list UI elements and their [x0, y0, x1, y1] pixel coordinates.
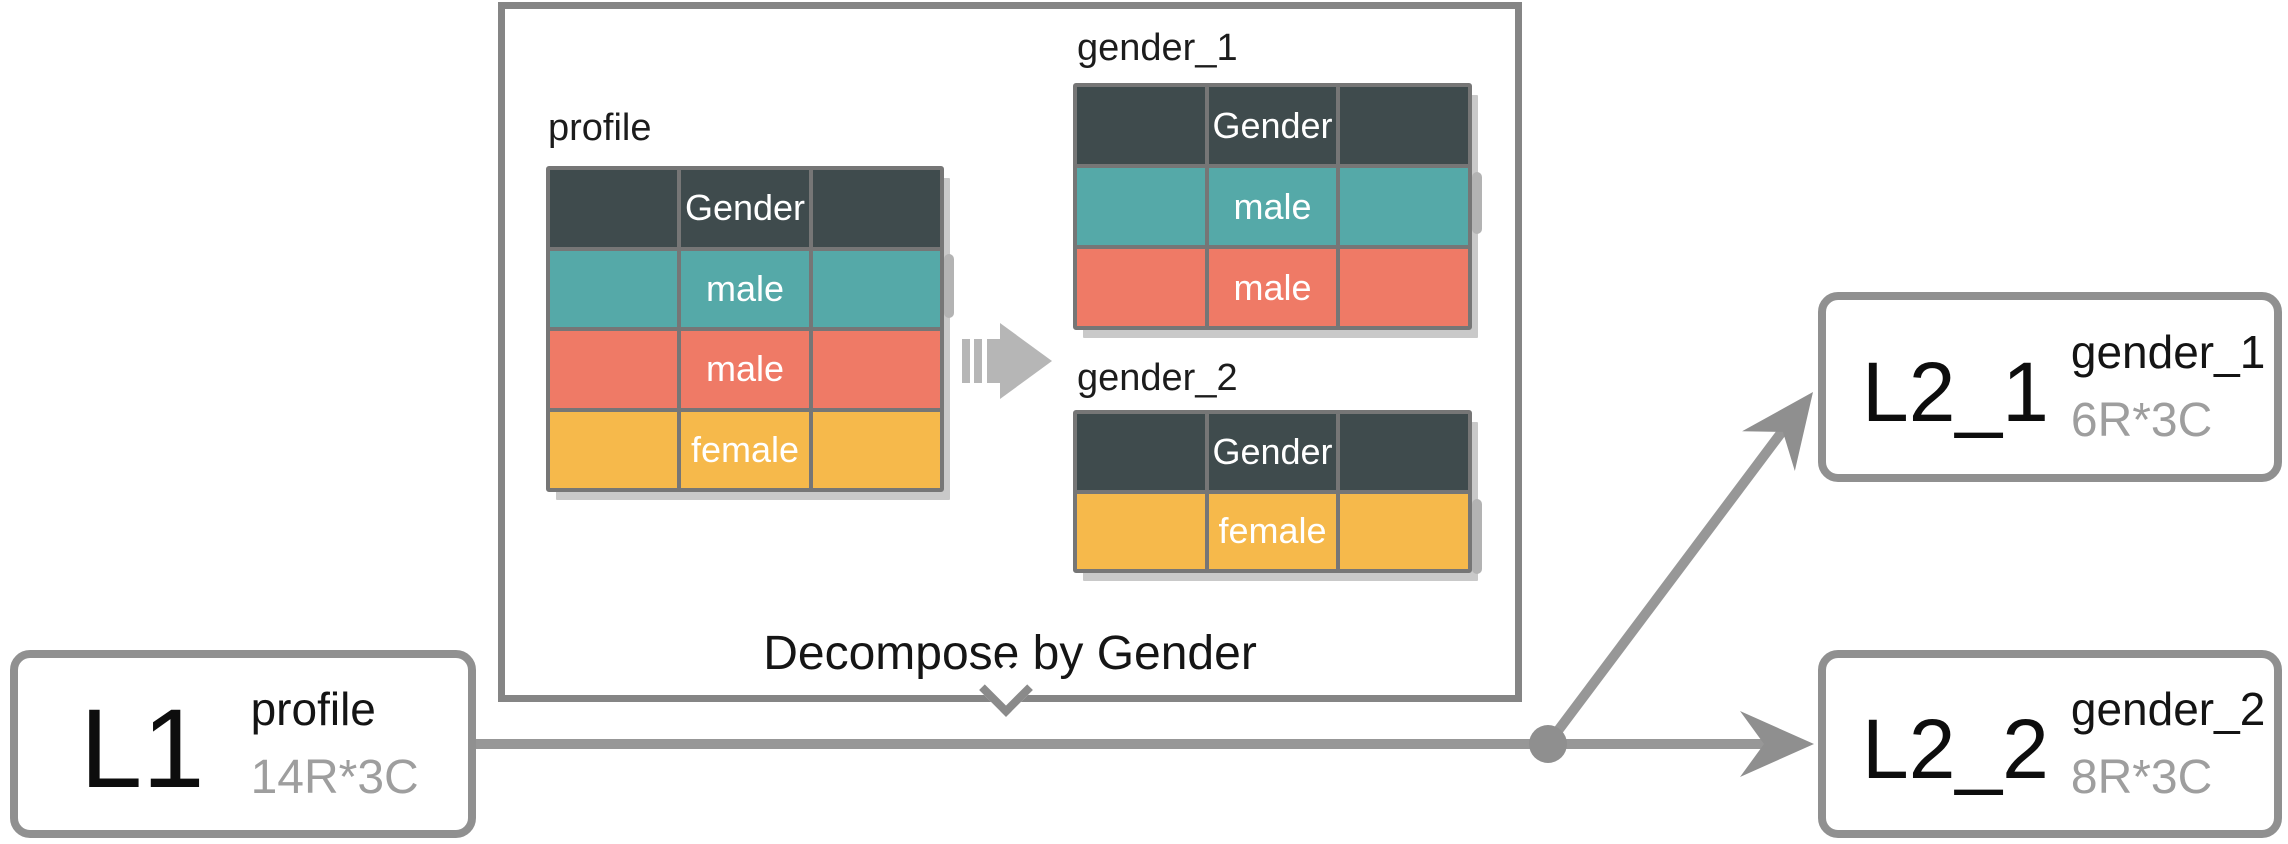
header-cell: Gender [1208, 414, 1337, 490]
node-id-label: L1 [80, 686, 205, 811]
edge-junction-dot [1529, 725, 1567, 763]
header-cell: Gender [1208, 87, 1337, 164]
data-cell [812, 331, 940, 408]
node-id-label: L2_2 [1862, 702, 2049, 796]
node-table-shape: 8R*3C [2070, 750, 2213, 804]
data-cell [1077, 168, 1205, 245]
data-cell [1077, 493, 1205, 569]
scrollbar-thumb [944, 254, 954, 318]
output-table-2-title: gender_2 [1077, 357, 1238, 399]
data-cell [550, 411, 678, 488]
node-table-name: gender_1 [2070, 325, 2266, 378]
node-table-name: gender_2 [2070, 682, 2266, 735]
header-cell [1340, 87, 1468, 164]
data-cell [1340, 493, 1468, 569]
data-cell: female [681, 411, 809, 488]
header-cell [812, 170, 940, 247]
node-l1[interactable]: L1 profile 14R*3C [10, 650, 476, 838]
scrollbar-thumb [1472, 172, 1482, 234]
data-cell: male [681, 331, 809, 408]
data-cell [1340, 168, 1468, 245]
scrollbar-thumb [1472, 499, 1482, 574]
data-cell [812, 411, 940, 488]
data-cell: female [1208, 493, 1337, 569]
source-table-title: profile [548, 107, 652, 149]
header-cell [550, 170, 678, 247]
data-cell: male [681, 250, 809, 327]
node-table-name: profile [250, 682, 376, 735]
arrowhead-l2-2-icon [1740, 711, 1814, 777]
header-cell [1077, 87, 1205, 164]
data-cell [550, 331, 678, 408]
data-cell: male [1208, 249, 1337, 326]
node-id-label: L2_1 [1862, 345, 2049, 439]
header-cell [1077, 414, 1205, 490]
header-cell [1340, 414, 1468, 490]
data-cell [1077, 249, 1205, 326]
node-table-shape: 14R*3C [250, 750, 419, 804]
output-table-1-title: gender_1 [1077, 27, 1238, 69]
data-cell: male [1208, 168, 1337, 245]
header-cell: Gender [681, 170, 809, 247]
data-cell [812, 250, 940, 327]
edge-junction-to-l2-1 [1543, 418, 1795, 747]
data-cell [1340, 249, 1468, 326]
arrowhead-l2-1-icon [1742, 392, 1813, 471]
decompose-flow-arrow-icon [962, 323, 1052, 399]
data-cell [550, 250, 678, 327]
node-l2-2[interactable]: L2_2 gender_2 8R*3C [1818, 650, 2282, 838]
node-table-shape: 6R*3C [2070, 393, 2213, 447]
node-l2-1[interactable]: L2_1 gender_1 6R*3C [1818, 292, 2282, 482]
